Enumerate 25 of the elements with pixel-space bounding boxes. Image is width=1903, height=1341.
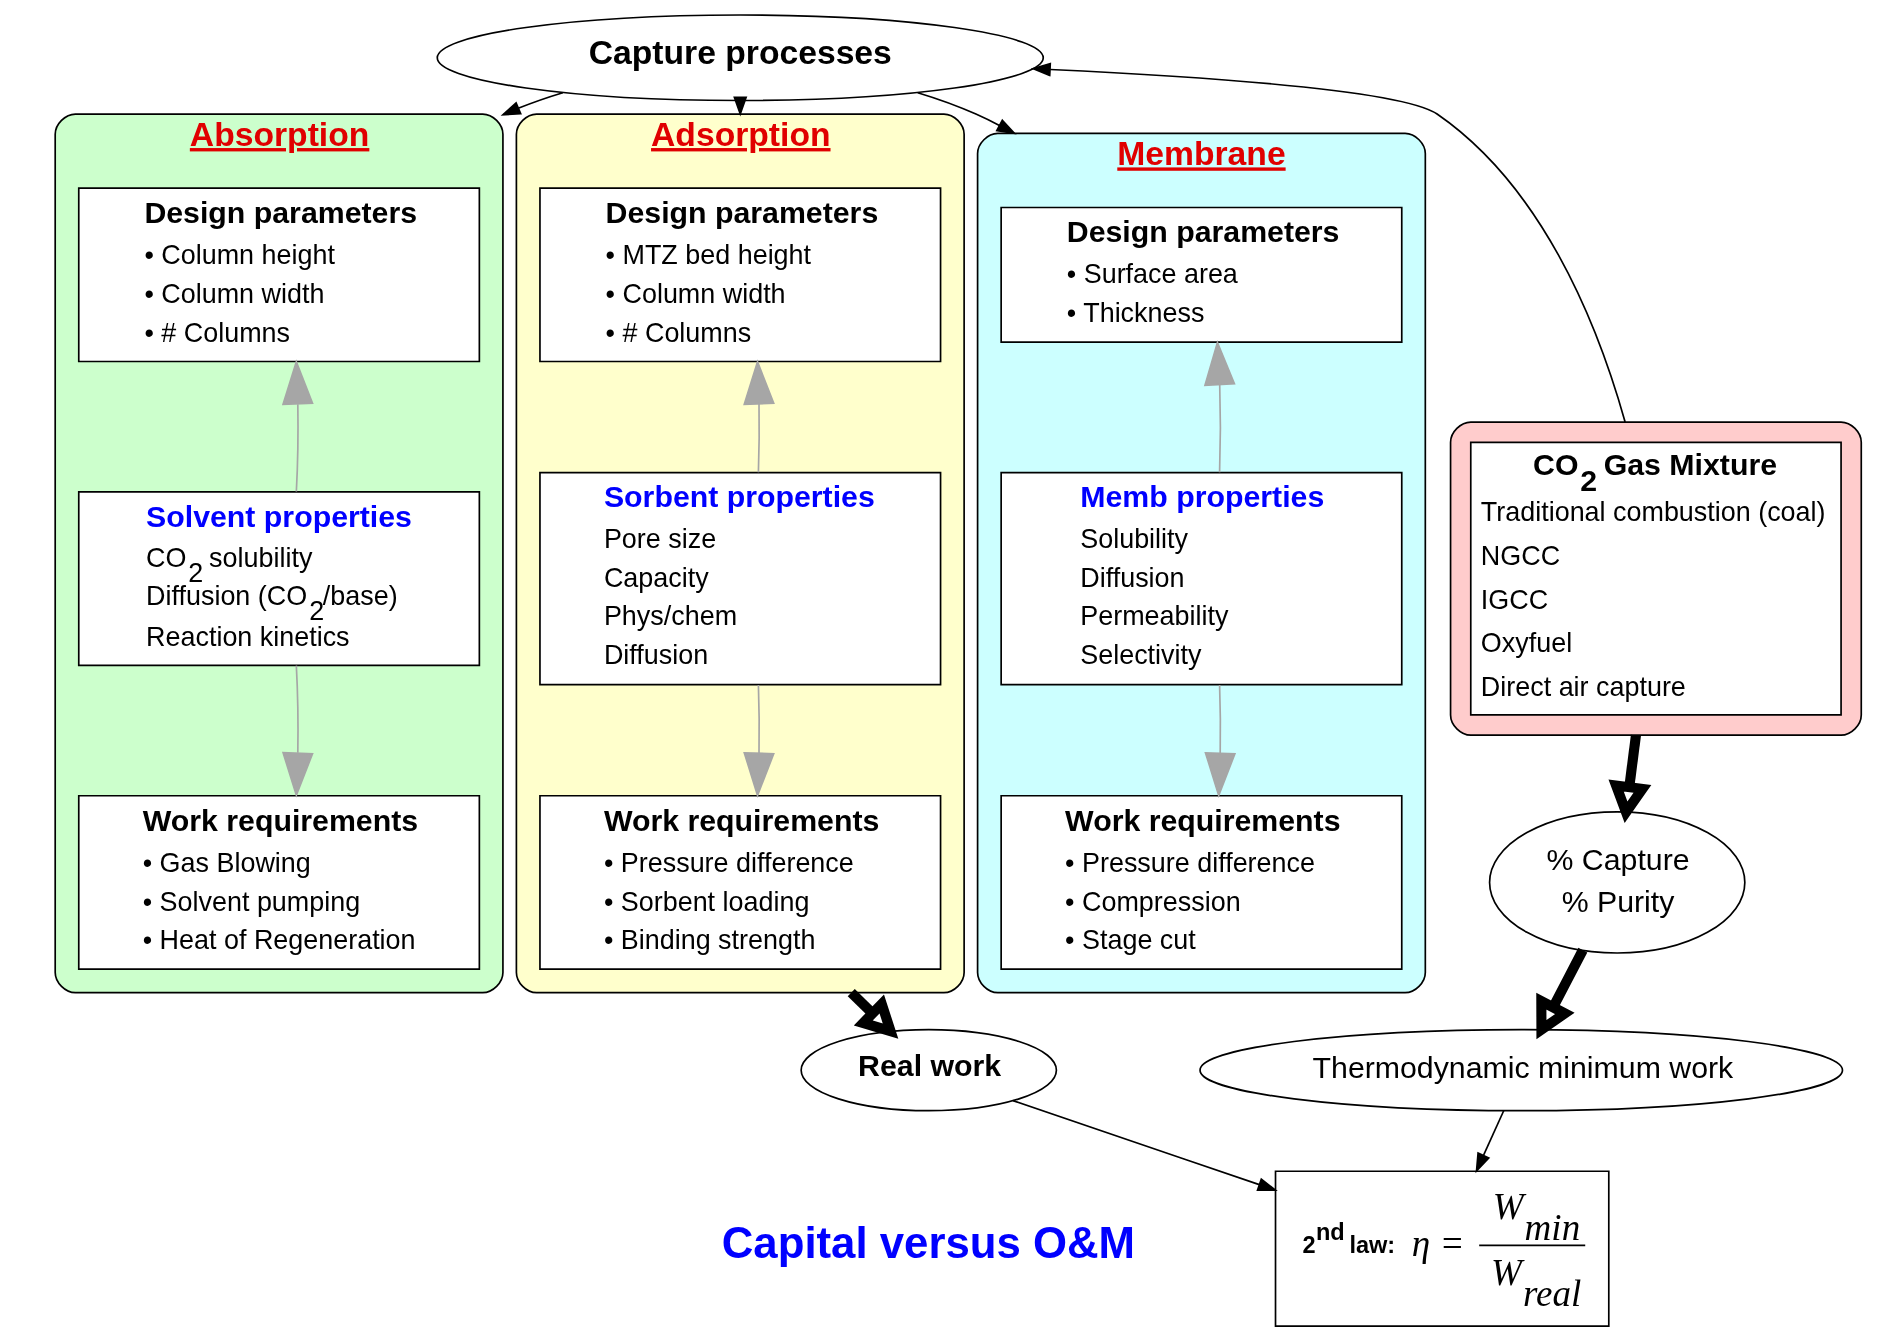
arrow [281,359,314,493]
label: Capital versus O&M [721,1217,1136,1267]
arrow [1012,1099,1278,1192]
node-box: Work requirements • Pressure difference • Sorbent loading • Binding strength [539,794,942,970]
node-ellipse: Real work [800,1028,1058,1112]
node-box: Design parameters • Column height • Column width • # Columns [77,187,481,363]
arrow [1030,62,1626,423]
node-box: Work requirements • Gas Blowing • Solvent pumping • Heat of Regeneration [77,794,481,970]
node-ellipse: Thermodynamic minimum work [1199,1028,1844,1112]
arrow [1203,339,1236,474]
node-box: Memb properties Solubility Diffusion Permeability Selectivity [1000,471,1403,686]
arrow [281,664,314,798]
node-box: Design parameters • MTZ bed height • Column width • # Columns [539,187,942,363]
arrow [1204,684,1237,798]
node-ellipse: % Capture % Purity [1488,811,1746,954]
arrow [500,91,564,116]
arrow [1475,1109,1505,1174]
arrow [743,359,775,473]
node-box: Work requirements • Pressure difference • Compression • Stage cut [1000,794,1403,970]
node-box: Design parameters • Surface area • Thickness [1000,206,1403,343]
arrow [1536,947,1588,1040]
arrow [847,989,899,1039]
node-box: Sorbent properties Pore size Capacity Phys/chem Diffusion [539,471,942,686]
arrow [743,684,775,798]
arrow [1608,734,1652,823]
